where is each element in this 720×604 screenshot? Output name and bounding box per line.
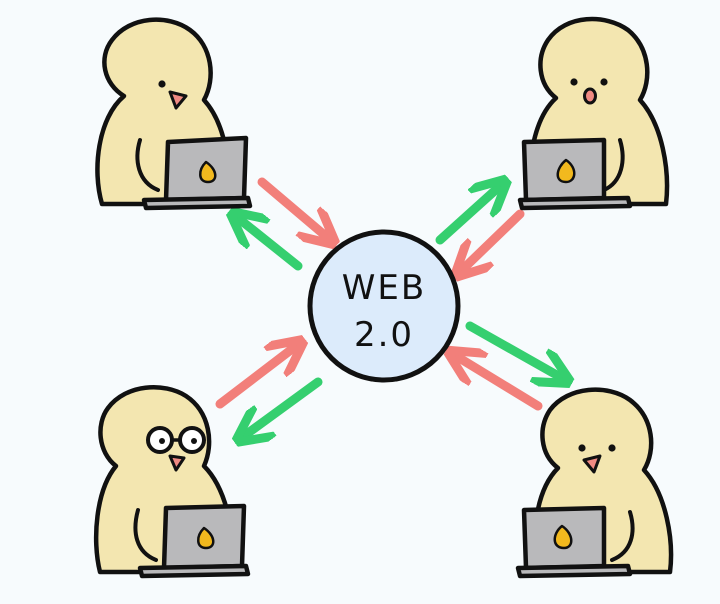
user-bottom-right	[515, 387, 674, 579]
arm	[135, 138, 160, 192]
laptop	[515, 505, 633, 579]
user-top-left	[95, 17, 253, 211]
arrow-send-bottom-right	[456, 356, 543, 411]
laptop	[141, 135, 253, 211]
arrow-receive-bottom-left	[244, 377, 323, 436]
open-mouth	[583, 87, 597, 105]
glasses-icon	[146, 426, 206, 454]
hub-label-line2: 2.0	[354, 315, 414, 355]
arrow-send-top-left	[257, 177, 328, 238]
hub-label-line1: WEB	[342, 268, 426, 308]
laptop-logo	[197, 526, 215, 550]
arrow-receive-top-right	[435, 186, 500, 245]
beak	[582, 454, 602, 474]
laptop-logo	[553, 524, 573, 550]
arrow-send-top-right	[462, 209, 525, 270]
eye	[578, 444, 586, 452]
beak	[168, 90, 188, 110]
laptop	[517, 137, 633, 211]
eye	[600, 78, 608, 86]
laptop-logo	[199, 160, 217, 184]
arm	[610, 510, 635, 562]
arrow-send-bottom-left	[215, 346, 296, 409]
arrow-receive-bottom-right	[465, 321, 562, 378]
user-top-right	[517, 16, 670, 211]
hub-circle	[307, 229, 461, 383]
eye	[158, 80, 166, 88]
eye	[570, 78, 578, 86]
arrows	[215, 177, 562, 436]
laptop-logo	[556, 158, 576, 184]
laptop	[137, 503, 251, 579]
web2-hub: WEB 2.0	[307, 229, 461, 383]
beak	[168, 454, 186, 472]
arm	[133, 508, 158, 562]
eye	[608, 444, 616, 452]
arrow-receive-top-left	[238, 218, 303, 271]
user-bottom-left	[93, 385, 251, 579]
arm	[602, 138, 625, 192]
